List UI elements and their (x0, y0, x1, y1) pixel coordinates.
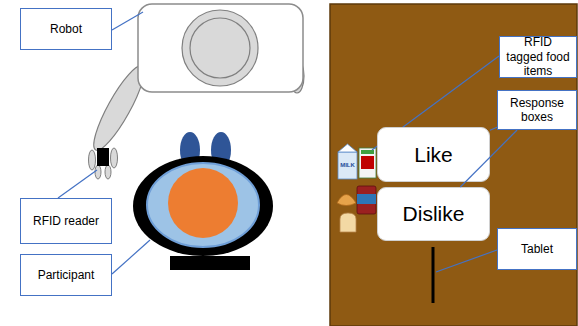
leader-line (112, 12, 143, 30)
text-group: RFID tagged food items (504, 35, 572, 78)
text-group: Like (414, 143, 453, 167)
participant-shoulders (147, 163, 259, 247)
connector-line (460, 130, 517, 187)
rfid-reader (97, 148, 109, 166)
text-group: Dislike (403, 202, 465, 226)
node-text: Tablet (521, 242, 553, 256)
food-can (357, 186, 376, 214)
node-text: Dislike (403, 202, 465, 226)
leader-line (112, 240, 150, 274)
node-text: RFID tagged food items (504, 35, 572, 78)
callout-box: Tablet (497, 228, 577, 270)
participant-head (168, 168, 238, 238)
text-group: Robot (50, 22, 82, 36)
table (330, 4, 577, 326)
text-group: RFID reader (33, 214, 99, 228)
robot-plate (182, 10, 258, 86)
callout-box: Robot (20, 8, 112, 50)
text-group: Response boxes (502, 96, 572, 125)
milk-carton (338, 144, 357, 152)
food-can (357, 194, 376, 204)
cereal-box (361, 156, 374, 169)
croissant (337, 195, 356, 206)
gripper-finger (111, 148, 118, 168)
cereal-box (361, 150, 374, 154)
gripper-finger (105, 165, 111, 179)
text-group: Participant (38, 268, 95, 282)
robot-plate (190, 18, 250, 78)
bread (340, 213, 356, 232)
node-text: Participant (38, 268, 95, 282)
response-box: Dislike (377, 187, 490, 241)
leader-line (58, 170, 97, 198)
node-text: Robot (50, 22, 82, 36)
leader-line (460, 130, 517, 187)
cereal-box (359, 148, 376, 178)
response-box: Like (377, 127, 490, 182)
callout-box: Response boxes (497, 90, 577, 130)
connector-line (490, 127, 497, 130)
leader-line (490, 127, 497, 130)
tablet (432, 247, 435, 303)
node-text: Like (414, 143, 453, 167)
node-text: RFID reader (33, 214, 99, 228)
participant-body (133, 156, 273, 256)
chair (170, 256, 250, 270)
robot-body (138, 4, 303, 92)
text-group: Tablet (521, 242, 553, 256)
leader-line (436, 250, 497, 272)
callout-box: RFID reader (20, 198, 112, 244)
product-label: MILK (336, 162, 359, 168)
callout-box: RFID tagged food items (499, 36, 577, 78)
callout-box: Participant (20, 254, 112, 296)
node-text: Response boxes (502, 96, 572, 125)
gripper-finger (89, 150, 96, 170)
gripper-finger (95, 165, 101, 179)
